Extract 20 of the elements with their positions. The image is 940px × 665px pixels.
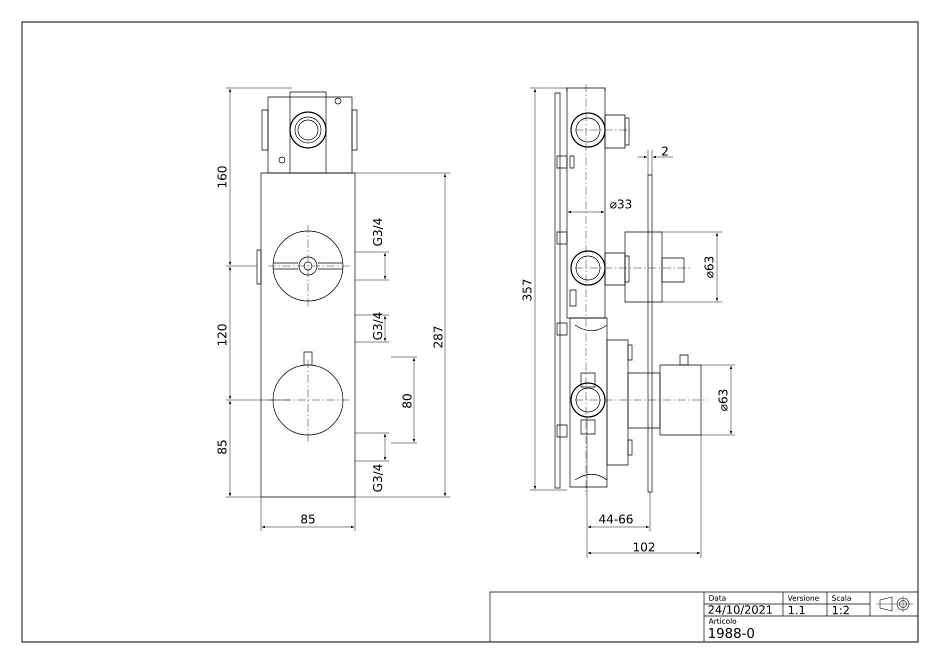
dimension-label: 85 (217, 440, 227, 454)
dimension-label: 160 (217, 166, 227, 188)
dimension-label: ⌀33 (610, 199, 632, 209)
thread-label: G3/4 (373, 464, 383, 492)
thread-label: G3/4 (373, 218, 383, 246)
dimension-label: ⌀63 (718, 390, 728, 411)
dimension-label: 85 (301, 514, 315, 524)
dimension-label: 80 (402, 394, 412, 408)
dimension-label: 287 (433, 326, 443, 348)
dimension-label: 2 (662, 146, 668, 156)
thread-label: G3/4 (373, 312, 383, 340)
dimension-label: 44-66 (599, 514, 633, 524)
field-value: 1:2 (832, 606, 849, 614)
field-value: 1988-0 (709, 628, 754, 638)
dimension-label: 357 (522, 280, 532, 301)
dimension-label: ⌀63 (704, 256, 714, 278)
dimension-label: 120 (217, 324, 227, 346)
field-value: 24/10/2021 (708, 605, 772, 615)
dimension-label: 102 (634, 542, 654, 552)
field-value: 1.1 (788, 606, 805, 614)
